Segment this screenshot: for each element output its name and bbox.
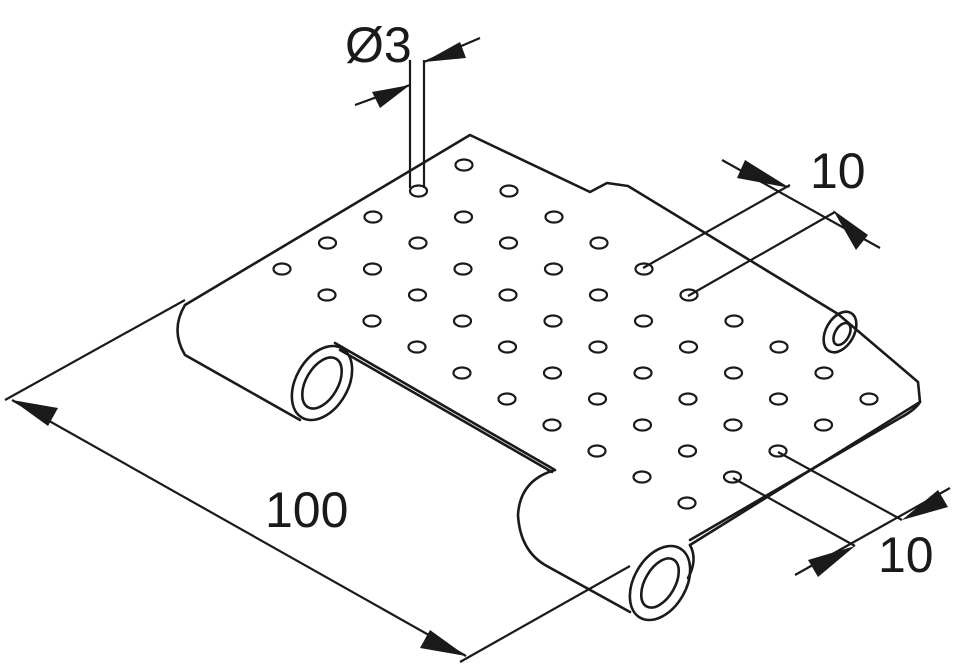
hole	[407, 288, 428, 302]
hole-grid	[272, 158, 879, 510]
hole	[453, 262, 473, 276]
hole	[499, 184, 519, 198]
hole	[769, 340, 789, 354]
hole-diameter-label: Ø3	[345, 17, 412, 73]
hole	[317, 288, 337, 302]
hole	[452, 366, 472, 380]
hole	[454, 158, 474, 172]
hole	[588, 340, 608, 354]
hole	[543, 262, 564, 276]
hole	[677, 444, 698, 458]
hole	[633, 366, 653, 380]
pitch-col-label: 10	[878, 527, 934, 583]
hole	[498, 236, 519, 250]
hole	[723, 366, 744, 380]
hole	[587, 392, 608, 406]
hole	[543, 314, 563, 328]
hole	[632, 470, 652, 484]
plate-outline	[176, 133, 922, 622]
pitch-row-label: 10	[810, 143, 866, 199]
hole	[407, 340, 427, 354]
hole	[408, 236, 428, 250]
hole	[633, 314, 654, 328]
hole	[497, 340, 518, 354]
hole	[544, 210, 564, 224]
hole	[677, 496, 697, 510]
hole	[723, 418, 743, 432]
hole	[632, 418, 653, 432]
hole	[589, 236, 609, 250]
hole	[497, 392, 517, 406]
hole	[542, 418, 562, 432]
hole	[452, 314, 473, 328]
hole	[453, 210, 474, 224]
dimension-lines	[4, 36, 951, 663]
hole	[317, 236, 338, 250]
hole	[813, 418, 834, 432]
hole	[678, 340, 699, 354]
hole	[768, 392, 789, 406]
hole	[588, 288, 609, 302]
hole	[362, 314, 382, 328]
hole	[498, 288, 518, 302]
hole	[363, 210, 383, 224]
width-label: 100	[265, 482, 348, 538]
hole	[587, 444, 607, 458]
hole	[542, 366, 563, 380]
hole	[678, 392, 698, 406]
hole	[814, 366, 834, 380]
hole	[724, 314, 744, 328]
hole	[272, 262, 292, 276]
hole	[859, 392, 879, 406]
hole	[408, 184, 429, 198]
hole	[362, 262, 383, 276]
